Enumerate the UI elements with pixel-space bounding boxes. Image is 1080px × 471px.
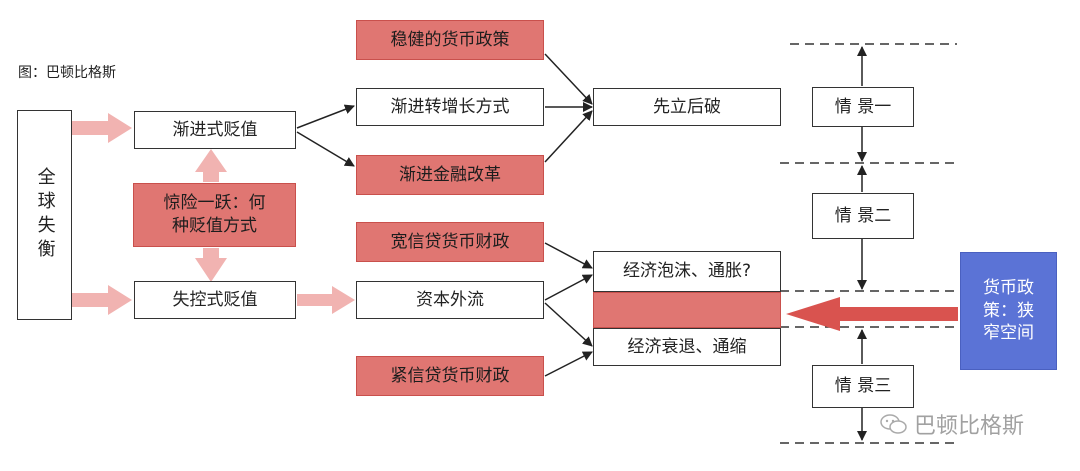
arrow-gradual-transform xyxy=(296,104,355,129)
scenario-3: 情 景三 xyxy=(812,365,914,408)
node-recession-deflation: 经济衰退、通缩 xyxy=(593,328,781,366)
pink-arrow-to-gradual xyxy=(72,113,132,143)
wechat-icon xyxy=(880,414,907,434)
node-bubble-inflation: 经济泡沫、通胀? xyxy=(593,251,781,292)
arrow-gradual-reform xyxy=(296,131,355,167)
scenario-2: 情 景二 xyxy=(812,193,914,239)
node-gradual-finance-reform: 渐进金融改革 xyxy=(356,155,544,195)
node-global-imbalance-label: 全球失衡 xyxy=(34,167,56,263)
node-capital-outflow: 资本外流 xyxy=(356,281,544,319)
pink-arrow-to-outflow xyxy=(297,286,355,314)
caption: 图：巴顿比格斯 xyxy=(18,65,116,81)
node-uncontrolled-devaluation: 失控式贬值 xyxy=(134,281,296,319)
node-gradual-transform: 渐进转增长方式 xyxy=(356,88,544,126)
node-global-imbalance: 全球失衡 xyxy=(17,110,72,320)
scenario-1: 情 景一 xyxy=(812,87,914,127)
node-tight-credit: 紧信贷货币财政 xyxy=(356,356,544,396)
node-gradual-devaluation: 渐进式贬值 xyxy=(134,111,296,149)
pink-arrow-up xyxy=(195,149,227,182)
node-steady-monetary-policy: 稳健的货币政策 xyxy=(356,20,544,60)
node-monetary-policy-narrow: 货币政策：狭窄空间 xyxy=(960,252,1057,370)
pink-arrow-to-uncontrolled xyxy=(72,285,132,315)
pink-arrow-down xyxy=(195,248,227,282)
arrow-outflow-bubble xyxy=(544,274,593,301)
arrow-loose-bubble xyxy=(544,242,593,269)
node-policy-band xyxy=(593,292,781,328)
node-loose-credit: 宽信贷货币财政 xyxy=(356,222,544,262)
arrow-steady-build xyxy=(544,53,593,105)
arrow-tight-recession xyxy=(544,351,593,377)
node-build-before-break: 先立后破 xyxy=(593,88,781,126)
watermark: 巴顿比格斯 xyxy=(880,408,1024,440)
watermark-text: 巴顿比格斯 xyxy=(914,414,1025,439)
node-leap-question: 惊险一跃：何种贬值方式 xyxy=(133,183,296,247)
red-arrow-policy xyxy=(786,297,958,331)
arrow-reform-build xyxy=(544,110,593,163)
arrow-outflow-recession xyxy=(544,302,593,347)
